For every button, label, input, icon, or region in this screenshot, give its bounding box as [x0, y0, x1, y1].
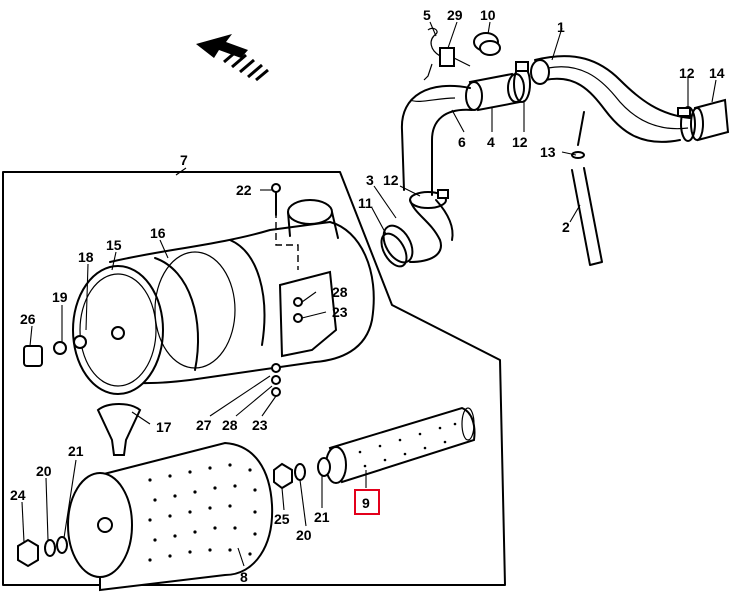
label-6: 6 [458, 134, 466, 150]
direction-arrow-icon [196, 34, 269, 82]
assembly-outline [2, 171, 506, 586]
label-4: 4 [487, 134, 495, 150]
label-21-left: 21 [68, 443, 84, 459]
label-12-middle: 12 [512, 134, 528, 150]
label-16: 16 [150, 225, 166, 241]
label-19: 19 [52, 289, 68, 305]
label-22: 22 [236, 182, 252, 198]
label-28-lower: 28 [222, 417, 238, 433]
label-13: 13 [540, 144, 556, 160]
label-24: 24 [10, 487, 26, 503]
label-25: 25 [274, 511, 290, 527]
label-12-right: 12 [679, 65, 695, 81]
label-21-right: 21 [314, 509, 330, 525]
air-cleaner-housing [23, 183, 375, 456]
label-5: 5 [423, 7, 431, 23]
label-12-lower: 12 [383, 172, 399, 188]
label-28-upper: 28 [332, 284, 348, 300]
label-18: 18 [78, 249, 94, 265]
filter-element-main [17, 441, 274, 592]
label-17: 17 [156, 419, 172, 435]
label-1: 1 [557, 19, 565, 35]
label-20-right: 20 [296, 527, 312, 543]
label-3: 3 [366, 172, 374, 188]
label-26: 26 [20, 311, 36, 327]
label-29: 29 [447, 7, 463, 23]
label-11: 11 [358, 195, 373, 211]
label-9: 9 [362, 495, 370, 511]
label-7: 7 [180, 152, 188, 168]
label-23-upper: 23 [332, 304, 348, 320]
intake-pipe [380, 27, 730, 268]
label-10: 10 [480, 7, 496, 23]
label-8: 8 [240, 569, 248, 585]
highlight-box [354, 489, 380, 515]
label-15: 15 [106, 237, 122, 253]
label-23-lower: 23 [252, 417, 268, 433]
filter-element-safety [273, 406, 476, 490]
label-20-left: 20 [36, 463, 52, 479]
label-2: 2 [562, 219, 570, 235]
leader-lines [21, 21, 717, 567]
label-14: 14 [709, 65, 725, 81]
label-27: 27 [196, 417, 212, 433]
part-labels: 5 29 10 1 12 14 6 4 12 13 2 3 12 11 7 22… [10, 7, 725, 585]
